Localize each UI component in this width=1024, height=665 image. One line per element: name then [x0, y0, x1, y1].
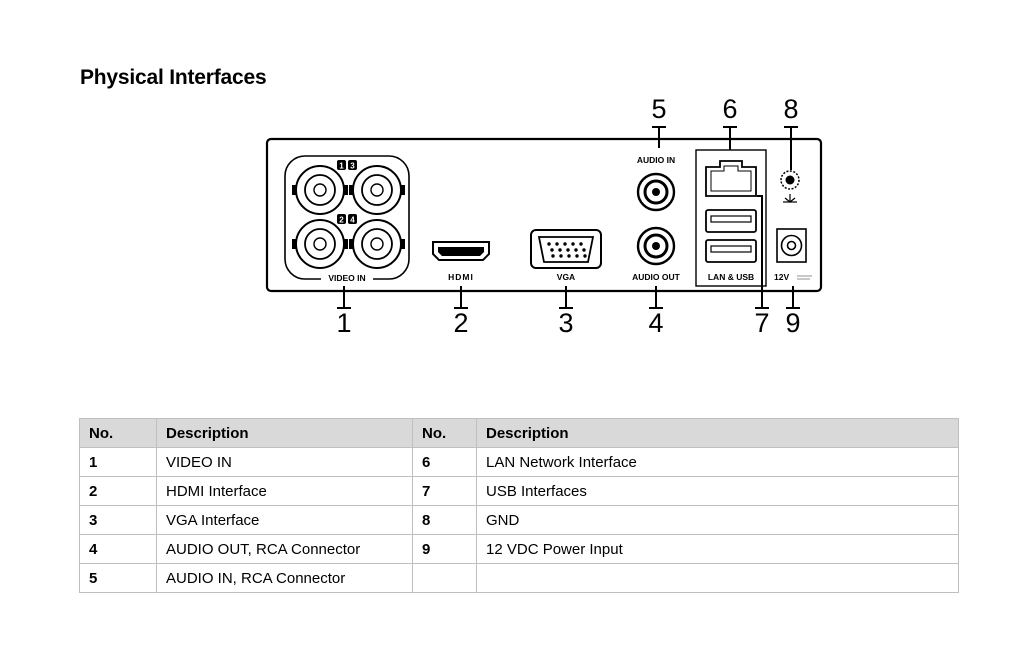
table-row: 2 HDMI Interface 7 USB Interfaces: [79, 476, 959, 506]
audio-out-label: AUDIO OUT: [632, 272, 681, 282]
audio-in-port: AUDIO IN: [636, 155, 676, 212]
usb-port-2: [705, 239, 757, 263]
callout-9: 9: [785, 308, 800, 338]
audio-out-port: AUDIO OUT: [632, 226, 681, 282]
row-description: VIDEO IN: [156, 447, 413, 477]
row-description: GND: [476, 505, 959, 535]
callout-3: 3: [558, 308, 573, 338]
page-title: Physical Interfaces: [80, 66, 267, 89]
channel-badge-4: 4: [350, 216, 355, 225]
callout-2: 2: [453, 308, 468, 338]
bnc-connector-4: [349, 219, 405, 269]
gnd-terminal: [780, 170, 800, 203]
row-number: 9: [412, 534, 477, 564]
interfaces-table: No. Description No. Description 1 VIDEO …: [79, 418, 959, 593]
row-number: 1: [79, 447, 157, 477]
callout-6: 6: [722, 94, 737, 124]
hdmi-label: HDMI: [448, 272, 474, 282]
lan-port: [705, 160, 757, 197]
row-number: 4: [79, 534, 157, 564]
channel-badge-2: 2: [339, 216, 344, 225]
row-number: 3: [79, 505, 157, 535]
row-description: VGA Interface: [156, 505, 413, 535]
table-row: 5 AUDIO IN, RCA Connector: [79, 563, 959, 593]
row-description: HDMI Interface: [156, 476, 413, 506]
table-row: 1 VIDEO IN 6 LAN Network Interface: [79, 447, 959, 477]
bnc-connector-2: [292, 219, 348, 269]
row-number: [412, 563, 477, 593]
row-description: USB Interfaces: [476, 476, 959, 506]
power-label: 12V: [774, 272, 789, 282]
row-number: 5: [79, 563, 157, 593]
ground-icon: [783, 194, 797, 203]
table-row: 3 VGA Interface 8 GND: [79, 505, 959, 535]
row-number: 7: [412, 476, 477, 506]
vga-label: VGA: [557, 272, 575, 282]
callout-7: 7: [754, 308, 769, 338]
channel-badge-3: 3: [350, 162, 355, 171]
power-port: 12V: [774, 228, 812, 282]
rear-panel-diagram: 1 3 2 4 VIDEO IN HDMI VGA AUDIO IN AUDIO…: [265, 94, 823, 338]
header-no-1: No.: [79, 418, 157, 448]
row-number: 8: [412, 505, 477, 535]
header-description-2: Description: [476, 418, 959, 448]
row-description: [476, 563, 959, 593]
table-row: 4 AUDIO OUT, RCA Connector 9 12 VDC Powe…: [79, 534, 959, 564]
row-description: AUDIO OUT, RCA Connector: [156, 534, 413, 564]
bnc-connector-1: [292, 165, 348, 215]
row-description: AUDIO IN, RCA Connector: [156, 563, 413, 593]
header-description-1: Description: [156, 418, 413, 448]
rear-panel: [265, 137, 823, 293]
hdmi-port: HDMI: [432, 241, 490, 282]
table-header-row: No. Description No. Description: [79, 418, 959, 448]
audio-in-label: AUDIO IN: [637, 155, 675, 165]
lan-usb-label: LAN & USB: [708, 272, 754, 282]
row-description: 12 VDC Power Input: [476, 534, 959, 564]
video-in-port-group: 1 3 2 4 VIDEO IN: [284, 155, 410, 284]
callout-5: 5: [651, 94, 666, 124]
video-in-label: VIDEO IN: [328, 273, 365, 283]
usb-port-1: [705, 209, 757, 233]
vga-port: VGA: [530, 229, 602, 282]
callout-8: 8: [783, 94, 798, 124]
row-number: 6: [412, 447, 477, 477]
header-no-2: No.: [412, 418, 477, 448]
row-number: 2: [79, 476, 157, 506]
lan-usb-port-group: LAN & USB: [695, 149, 767, 287]
callout-1: 1: [336, 308, 351, 338]
row-description: LAN Network Interface: [476, 447, 959, 477]
leader-lines: [337, 126, 800, 309]
bnc-connector-3: [349, 165, 405, 215]
callout-4: 4: [648, 308, 663, 338]
channel-badge-1: 1: [339, 162, 344, 171]
